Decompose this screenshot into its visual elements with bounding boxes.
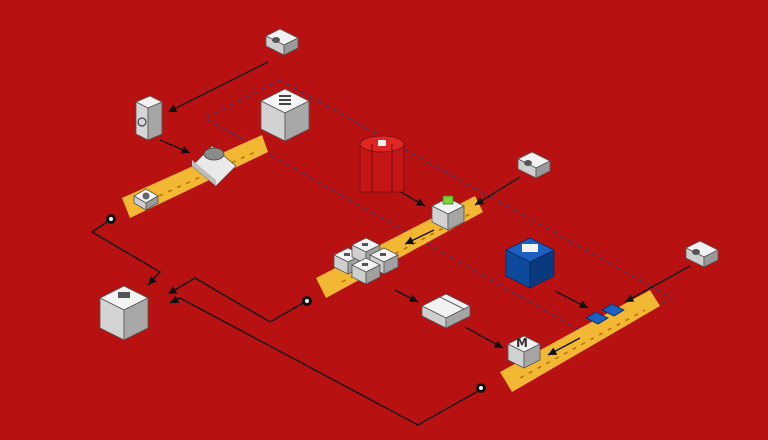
belt-top-left [122, 135, 268, 218]
belt-bottom-right [500, 290, 660, 392]
user-icon [524, 160, 532, 166]
app-icon [442, 195, 454, 205]
auth-gateway [135, 95, 163, 141]
user-icon [692, 249, 700, 255]
vault-icon [137, 117, 147, 127]
blue-connectors [585, 303, 625, 325]
marker-badges [106, 214, 486, 393]
server-grid [333, 237, 399, 285]
database-icon [522, 244, 538, 252]
storage-icon [439, 296, 465, 310]
remote-user-2 [517, 151, 551, 179]
user-icon [272, 37, 280, 43]
app-server [431, 195, 465, 231]
remote-user-3 [685, 240, 719, 268]
switch-icon [142, 192, 150, 200]
edge-router [133, 188, 159, 211]
router-icon [203, 147, 225, 161]
connector-lines [90, 61, 691, 426]
storage-block [421, 293, 471, 329]
remote-user-1 [265, 28, 299, 56]
zone-boundary [203, 79, 674, 341]
database-icon [378, 140, 386, 146]
building-icon [118, 292, 130, 298]
mail-icon: M [516, 336, 528, 350]
mail-node: M [507, 335, 541, 369]
blue-database [505, 237, 555, 289]
main-datacenter [99, 285, 149, 341]
server-rack-icon [279, 95, 291, 105]
grid-icon [344, 243, 386, 266]
load-balancer [191, 145, 237, 187]
web-cluster [260, 88, 310, 142]
red-database [359, 135, 405, 193]
